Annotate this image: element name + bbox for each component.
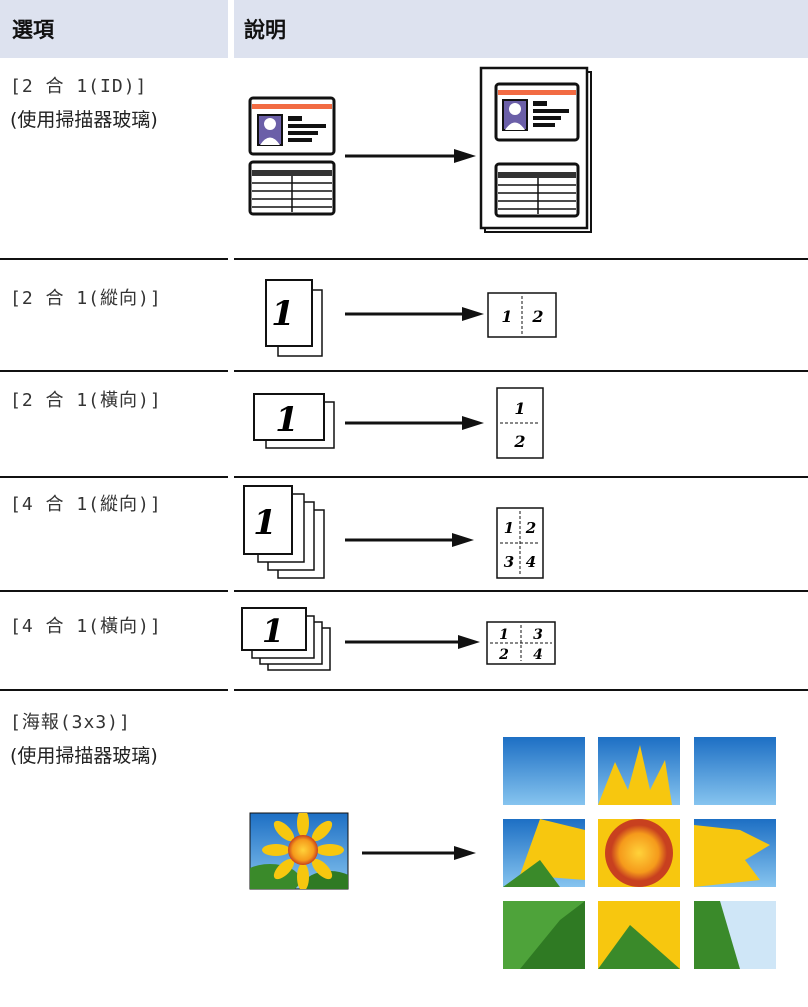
poster-tile bbox=[598, 901, 680, 969]
arrow-icon bbox=[345, 149, 476, 163]
row-divider bbox=[234, 590, 808, 592]
poster-tile bbox=[694, 901, 776, 969]
output-page-4in1-landscape: 1 3 2 4 bbox=[486, 621, 556, 665]
option-label: [2 合 1(ID)] bbox=[10, 76, 148, 97]
id-card-back bbox=[248, 160, 336, 216]
page-number: 2 bbox=[531, 307, 543, 326]
page-number: 1 bbox=[271, 294, 295, 334]
source-pages-4: 1 bbox=[243, 485, 325, 579]
page-number: 1 bbox=[504, 519, 514, 537]
option-note: (使用掃描器玻璃) bbox=[10, 745, 158, 767]
output-page-2in1-portrait: 1 2 bbox=[487, 292, 557, 338]
page-number: 4 bbox=[526, 553, 536, 571]
output-page bbox=[479, 66, 592, 233]
page-number: 2 bbox=[525, 519, 536, 537]
source-pages-2: 1 bbox=[265, 279, 323, 357]
option-label: [4 合 1(橫向)] bbox=[10, 616, 162, 637]
option-4in1-landscape: [4 合 1(橫向)] bbox=[10, 612, 162, 642]
row-divider bbox=[0, 689, 228, 691]
arrow-icon bbox=[362, 846, 476, 860]
page-number: 3 bbox=[533, 627, 543, 643]
arrow-icon bbox=[345, 307, 484, 321]
poster-tile bbox=[694, 737, 776, 805]
source-pages-2-landscape: 1 bbox=[253, 393, 335, 449]
row-divider bbox=[234, 689, 808, 691]
option-4in1-portrait: [4 合 1(縱向)] bbox=[10, 490, 162, 520]
option-label: [4 合 1(縱向)] bbox=[10, 494, 162, 515]
arrow-icon bbox=[345, 533, 474, 547]
row-divider bbox=[0, 370, 228, 372]
row-divider bbox=[0, 258, 228, 260]
option-2in1-id: [2 合 1(ID)] (使用掃描器玻璃) bbox=[10, 72, 158, 138]
page-number: 1 bbox=[262, 612, 284, 650]
poster-tile bbox=[598, 737, 680, 805]
option-label: [2 合 1(橫向)] bbox=[10, 390, 162, 411]
poster-tile bbox=[694, 819, 776, 887]
page-number: 1 bbox=[253, 503, 277, 543]
source-pages-4-landscape: 1 bbox=[241, 607, 331, 671]
page-number: 2 bbox=[513, 432, 525, 451]
row-divider bbox=[234, 258, 808, 260]
option-2in1-landscape: [2 合 1(橫向)] bbox=[10, 386, 162, 416]
arrow-icon bbox=[345, 416, 484, 430]
column-header-description: 說明 bbox=[244, 18, 286, 42]
page-number: 2 bbox=[498, 647, 509, 663]
id-card-front bbox=[248, 96, 336, 156]
poster-tile bbox=[503, 901, 585, 969]
header-divider bbox=[228, 0, 234, 58]
page-number: 1 bbox=[514, 399, 525, 418]
poster-tile bbox=[503, 819, 585, 887]
output-page-4in1-portrait: 1 2 3 4 bbox=[496, 507, 544, 579]
page-number: 1 bbox=[501, 307, 512, 326]
poster-tile bbox=[598, 819, 680, 887]
row-divider bbox=[0, 590, 228, 592]
source-photo-sunflower bbox=[249, 812, 349, 890]
arrow-icon bbox=[345, 635, 480, 649]
row-divider bbox=[0, 476, 228, 478]
page-number: 4 bbox=[533, 647, 543, 663]
poster-tile bbox=[503, 737, 585, 805]
option-poster-3x3: [海報(3x3)] (使用掃描器玻璃) bbox=[10, 708, 158, 774]
page-number: 1 bbox=[275, 400, 299, 440]
option-label: [2 合 1(縱向)] bbox=[10, 288, 162, 309]
row-divider bbox=[234, 476, 808, 478]
page-number: 1 bbox=[499, 627, 509, 643]
poster-tiles bbox=[503, 737, 776, 969]
column-header-option: 選項 bbox=[12, 18, 54, 42]
output-page-2in1-landscape: 1 2 bbox=[496, 387, 544, 459]
option-label: [海報(3x3)] bbox=[10, 712, 131, 733]
option-note: (使用掃描器玻璃) bbox=[10, 109, 158, 131]
table-header: 選項 說明 bbox=[0, 0, 808, 58]
page-number: 3 bbox=[504, 553, 514, 571]
row-divider bbox=[234, 370, 808, 372]
option-2in1-portrait: [2 合 1(縱向)] bbox=[10, 284, 162, 314]
